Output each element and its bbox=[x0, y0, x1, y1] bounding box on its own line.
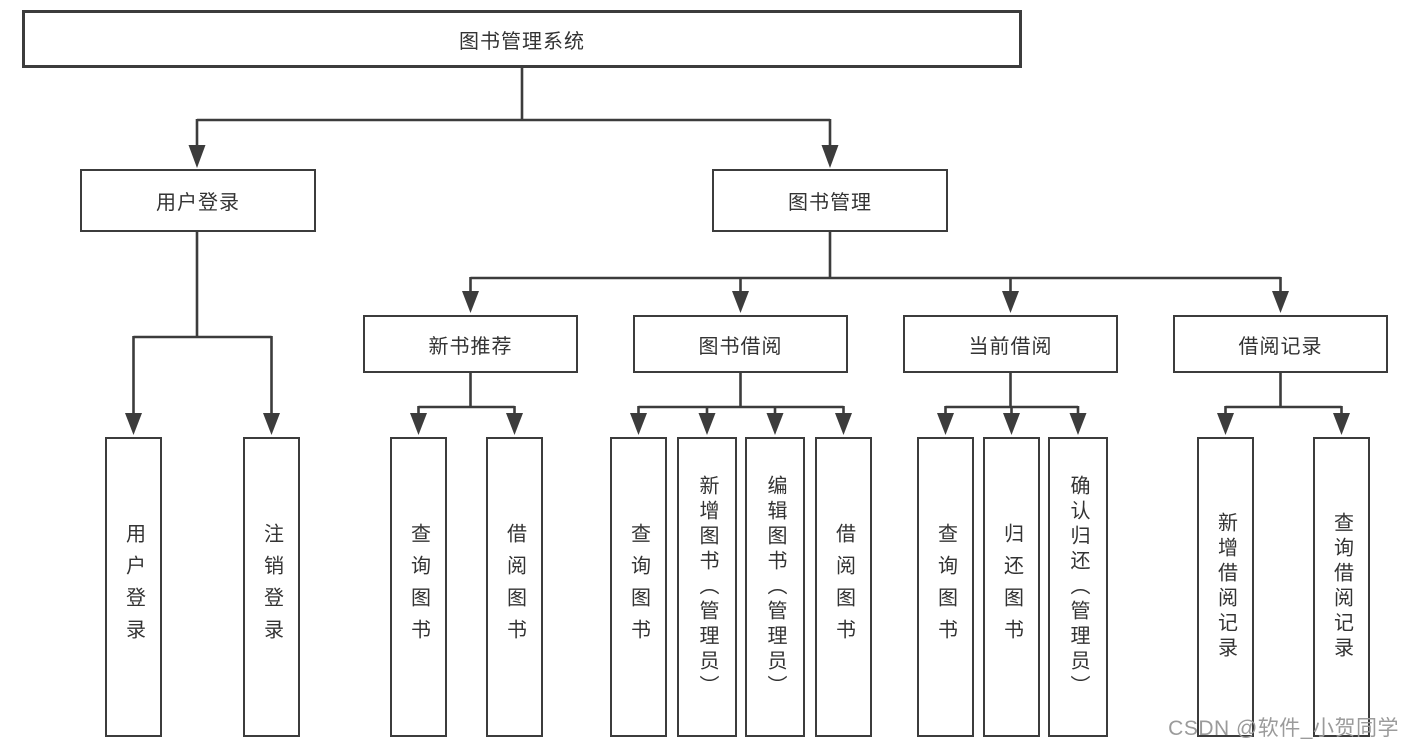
node-user-login-group: 用户登录 bbox=[80, 169, 316, 232]
leaf-query-books-2: 查询图书 bbox=[610, 437, 667, 737]
leaf-user-login: 用户登录 bbox=[105, 437, 162, 737]
leaf-label: 借阅图书 bbox=[503, 523, 526, 651]
leaf-borrow-books-1: 借阅图书 bbox=[486, 437, 543, 737]
node-label: 新书推荐 bbox=[428, 335, 513, 358]
node-borrow-records: 借阅记录 bbox=[1173, 315, 1388, 373]
leaf-query-books-3: 查询图书 bbox=[917, 437, 974, 737]
leaf-query-books-1: 查询图书 bbox=[390, 437, 447, 737]
leaf-confirm-return-admin: 确认归还（管理员） bbox=[1048, 437, 1108, 737]
node-label: 用户登录 bbox=[156, 192, 240, 214]
leaf-label: 归还图书 bbox=[1000, 523, 1023, 651]
csdn-watermark: CSDN @软件_小贺同学 bbox=[1168, 717, 1399, 740]
leaf-label: 借阅图书 bbox=[832, 523, 855, 651]
node-label: 图书管理 bbox=[788, 192, 872, 214]
node-library-management-system: 图书管理系统 bbox=[22, 10, 1022, 68]
node-book-borrow: 图书借阅 bbox=[633, 315, 848, 373]
leaf-label: 查询借阅记录 bbox=[1330, 512, 1353, 662]
leaf-label: 用户登录 bbox=[122, 523, 145, 651]
node-label: 当前借阅 bbox=[968, 335, 1053, 358]
leaf-edit-books-admin: 编辑图书（管理员） bbox=[745, 437, 805, 737]
leaf-label: 查询图书 bbox=[934, 523, 957, 651]
node-label: 图书借阅 bbox=[698, 335, 783, 358]
leaf-label: 查询图书 bbox=[627, 523, 650, 651]
node-label: 借阅记录 bbox=[1238, 335, 1323, 358]
leaf-label: 编辑图书（管理员） bbox=[764, 474, 786, 700]
leaf-return-books: 归还图书 bbox=[983, 437, 1040, 737]
node-current-borrow: 当前借阅 bbox=[903, 315, 1118, 373]
leaf-add-borrow-record: 新增借阅记录 bbox=[1197, 437, 1254, 737]
leaf-add-books-admin: 新增图书（管理员） bbox=[677, 437, 737, 737]
leaf-label: 注销登录 bbox=[260, 523, 283, 651]
arrowheads bbox=[125, 145, 1350, 435]
leaf-label: 确认归还（管理员） bbox=[1067, 474, 1089, 700]
leaf-logout: 注销登录 bbox=[243, 437, 300, 737]
leaf-label: 查询图书 bbox=[407, 523, 430, 651]
leaf-label: 新增借阅记录 bbox=[1214, 512, 1237, 662]
node-new-book-recommend: 新书推荐 bbox=[363, 315, 578, 373]
leaf-query-borrow-record: 查询借阅记录 bbox=[1313, 437, 1370, 737]
leaf-label: 新增图书（管理员） bbox=[696, 474, 718, 700]
node-label: 图书管理系统 bbox=[459, 30, 585, 53]
node-book-management-group: 图书管理 bbox=[712, 169, 948, 232]
leaf-borrow-books-2: 借阅图书 bbox=[815, 437, 872, 737]
